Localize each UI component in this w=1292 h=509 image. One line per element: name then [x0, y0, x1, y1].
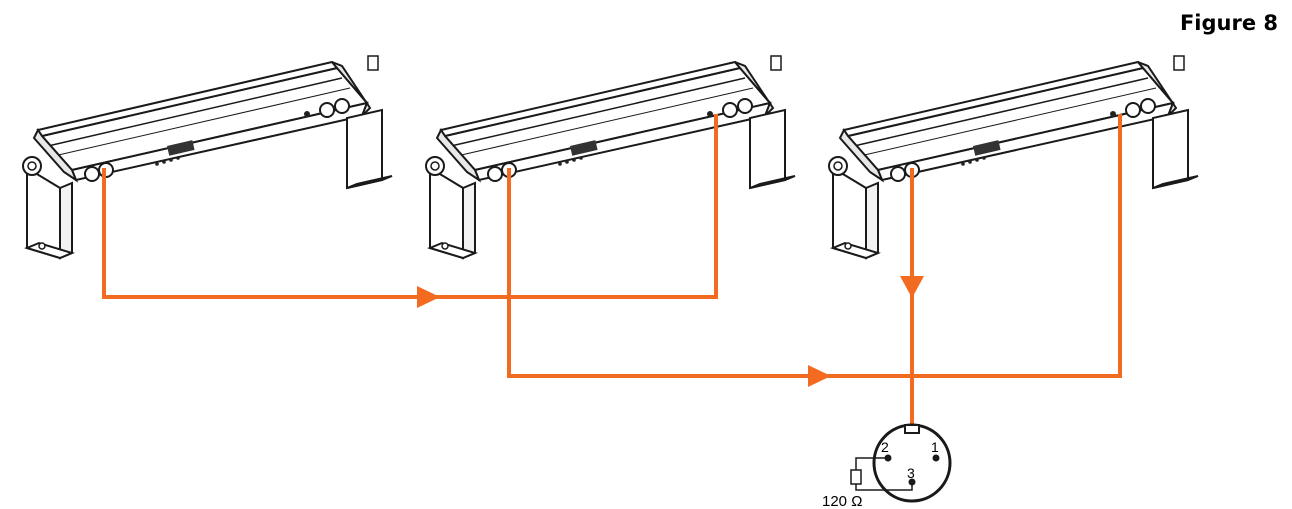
pin-1-label: 1	[931, 439, 939, 455]
pin-2-label: 2	[881, 439, 889, 455]
dmx-cable-1	[102, 114, 718, 299]
led-bar-fixture-icon	[828, 55, 1199, 259]
arrow-icon	[808, 365, 831, 387]
resistor-label: 120 Ω	[822, 493, 862, 509]
arrow-icon	[417, 286, 440, 308]
arrow-icon	[900, 276, 924, 298]
fixture-2	[425, 55, 796, 259]
led-bar-fixture-icon	[425, 55, 796, 259]
resistor-icon	[850, 469, 862, 485]
fixture-1	[22, 55, 393, 259]
led-bar-fixture-icon	[22, 55, 393, 259]
fixture-3	[828, 55, 1199, 259]
pin-3-label: 3	[907, 465, 915, 481]
figure-title: Figure 8	[1179, 11, 1278, 35]
xlr-terminator: 1 2 3 120 Ω	[822, 423, 952, 509]
